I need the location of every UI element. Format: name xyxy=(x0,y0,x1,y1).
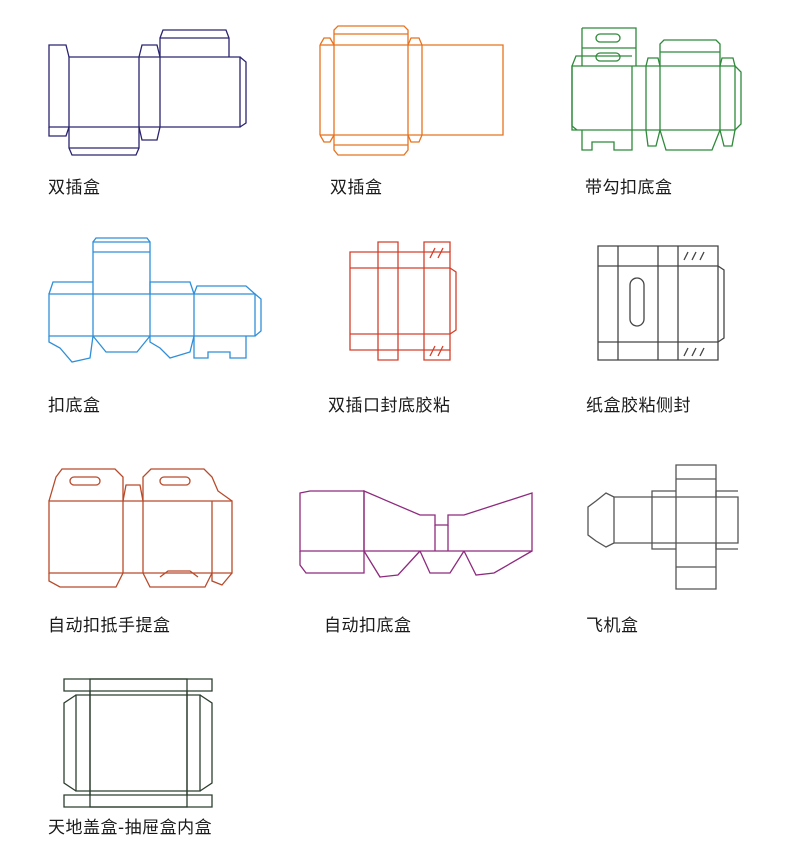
box-cell-5: 双插口封底胶粘 xyxy=(280,230,540,430)
box-cell-3: 带勾扣底盒 xyxy=(540,0,790,210)
dieline-side-glued-carton xyxy=(597,245,725,361)
box-label-5: 双插口封底胶粘 xyxy=(328,396,451,416)
box-label-8: 自动扣底盒 xyxy=(324,616,412,636)
box-cell-1: 双插盒 xyxy=(0,0,260,210)
box-cell-2: 双插盒 xyxy=(270,0,530,210)
box-label-2: 双插盒 xyxy=(330,178,383,198)
box-cell-6: 纸盒胶粘侧封 xyxy=(560,230,790,430)
dieline-tuck-glued-bottom-box xyxy=(349,241,457,361)
dieline-double-tuck-box-1 xyxy=(48,29,247,156)
dieline-hook-lock-bottom-box xyxy=(571,27,742,151)
dieline-handle-carry-box xyxy=(48,468,233,588)
dieline-lock-bottom-box xyxy=(48,237,262,363)
box-label-10: 天地盖盒-抽屉盒内盒 xyxy=(48,818,213,838)
dieline-mailer-box xyxy=(587,464,739,590)
dieline-double-tuck-box-2 xyxy=(319,25,504,156)
box-cell-7: 自动扣抵手提盒 xyxy=(0,455,270,655)
box-label-9: 飞机盒 xyxy=(586,616,639,636)
box-cell-10: 天地盖盒-抽屉盒内盒 xyxy=(0,665,300,865)
dieline-auto-lock-bottom-box xyxy=(299,490,533,578)
dieline-lid-base-drawer-inner-box xyxy=(63,678,213,808)
box-cell-4: 扣底盒 xyxy=(0,230,270,430)
box-cell-8: 自动扣底盒 xyxy=(280,455,540,655)
box-label-7: 自动扣抵手提盒 xyxy=(48,616,171,636)
box-label-6: 纸盒胶粘侧封 xyxy=(586,396,691,416)
box-label-4: 扣底盒 xyxy=(48,396,101,416)
box-label-1: 双插盒 xyxy=(48,178,101,198)
box-cell-9: 飞机盒 xyxy=(560,455,790,655)
box-label-3: 带勾扣底盒 xyxy=(585,178,673,198)
